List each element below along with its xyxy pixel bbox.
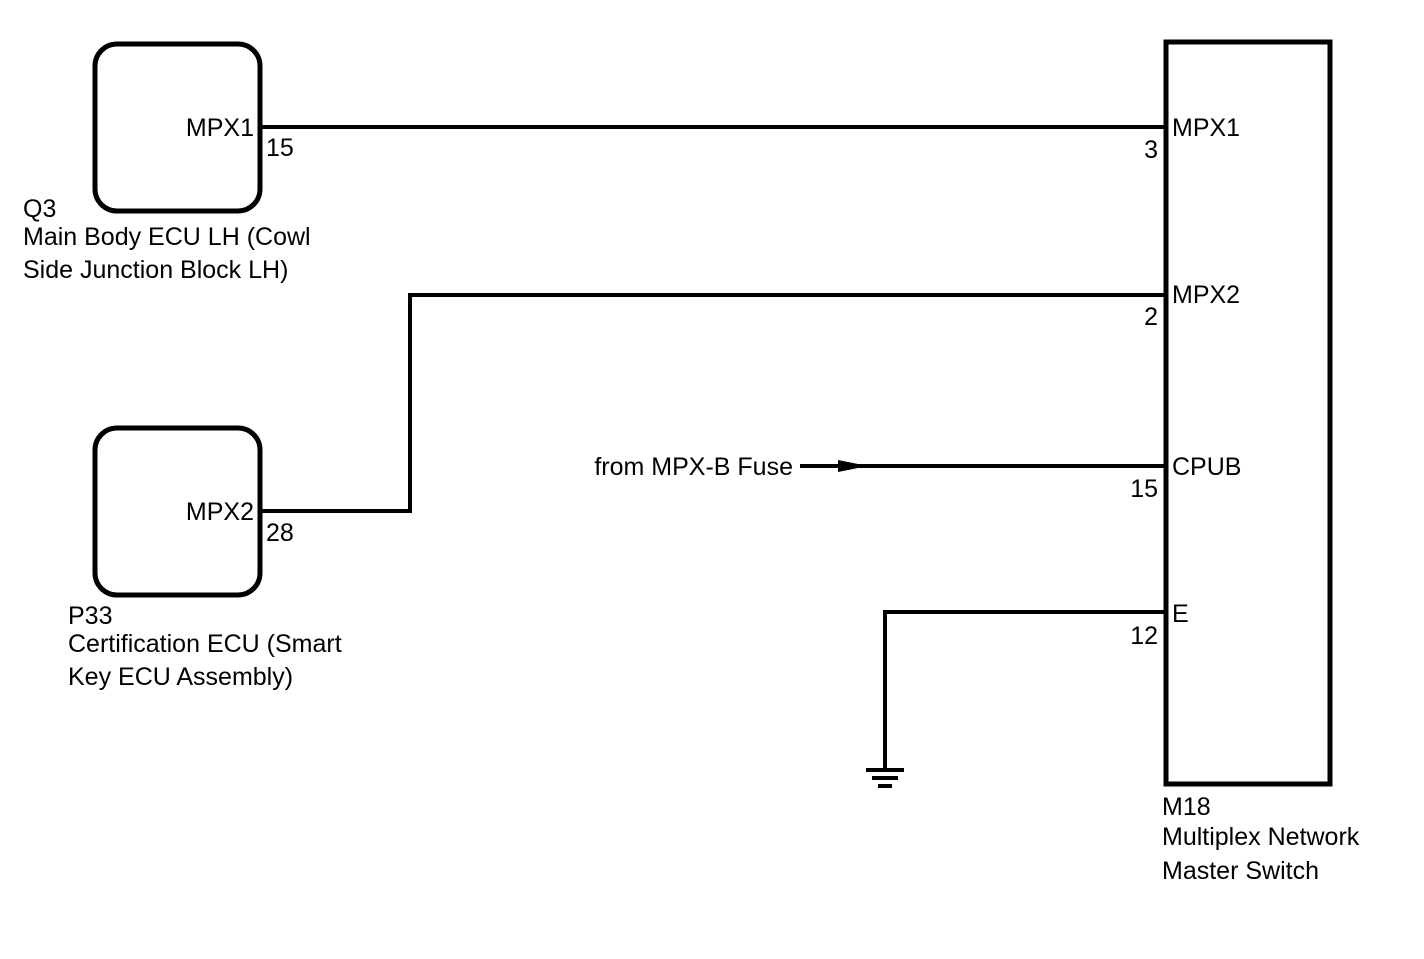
fuse-direction-arrow-icon: [838, 460, 868, 472]
p33-component: MPX2 28 P33 Certification ECU (Smart Key…: [68, 425, 342, 691]
ground-symbol-icon: [866, 768, 904, 788]
p33-name-line2: Key ECU Assembly): [68, 663, 293, 691]
q3-pin-number: 15: [266, 134, 294, 162]
q3-name-line2: Side Junction Block LH): [23, 256, 288, 284]
m18-ref: M18: [1162, 793, 1211, 821]
m18-terminal-e-label: E: [1172, 600, 1189, 628]
m18-terminal-e-pin: 12: [1130, 622, 1158, 650]
m18-terminal-cpub-pin: 15: [1130, 475, 1158, 503]
m18-terminal-cpub-label: CPUB: [1172, 453, 1241, 481]
wire-mpx2: [260, 293, 1166, 513]
q3-ref: Q3: [23, 195, 56, 223]
p33-terminal-label: MPX2: [186, 498, 254, 526]
q3-component: MPX1 15 Q3 Main Body ECU LH (Cowl Side J…: [23, 41, 311, 284]
p33-pin-number: 28: [266, 519, 294, 547]
q3-name-line1: Main Body ECU LH (Cowl: [23, 223, 311, 251]
m18-terminal-mpx2-label: MPX2: [1172, 281, 1240, 309]
wire-ground: [883, 610, 1166, 770]
fuse-source-label: from MPX-B Fuse: [594, 453, 793, 481]
q3-terminal-label: MPX1: [186, 114, 254, 142]
p33-ref: P33: [68, 602, 112, 630]
m18-name-line2: Master Switch: [1162, 857, 1319, 885]
m18-terminal-mpx1-pin: 3: [1144, 136, 1158, 164]
p33-name-line1: Certification ECU (Smart: [68, 630, 342, 658]
m18-name-line1: Multiplex Network: [1162, 823, 1360, 851]
m18-terminal-mpx1-label: MPX1: [1172, 114, 1240, 142]
m18-terminal-mpx2-pin: 2: [1144, 303, 1158, 331]
m18-switch-box: [1163, 39, 1333, 787]
m18-component: MPX1 3 MPX2 2 CPUB 15 E 12 M18 Multiplex…: [1130, 39, 1360, 885]
